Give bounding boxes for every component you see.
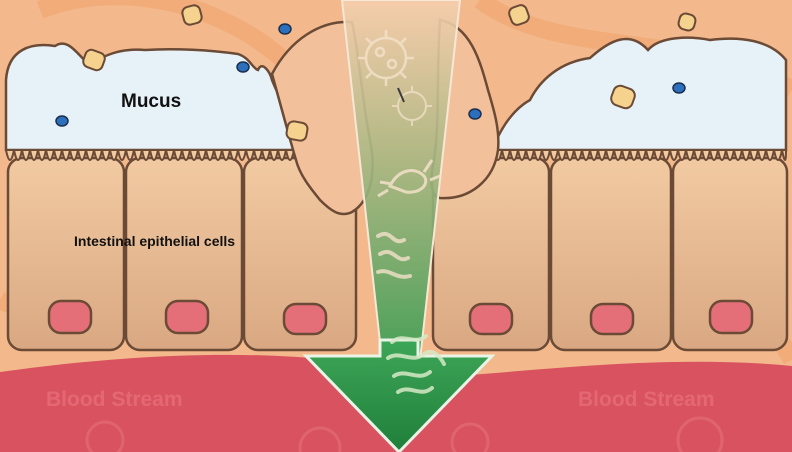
nucleus — [166, 301, 208, 333]
blood-stream-label-right: Blood Stream — [578, 388, 715, 412]
nucleus — [710, 301, 752, 333]
nucleus — [284, 304, 326, 334]
nucleus — [591, 304, 633, 334]
blue-particle-icon — [673, 83, 685, 93]
nucleus — [470, 304, 512, 334]
blue-particle-icon — [469, 109, 481, 119]
nucleus — [49, 301, 91, 333]
blue-particle-icon — [56, 116, 68, 126]
epithelial-cells-label: Intestinal epithelial cells — [74, 233, 235, 249]
mucus-label: Mucus — [121, 91, 181, 113]
blue-particle-icon — [237, 62, 249, 72]
blue-particle-icon — [279, 24, 291, 34]
microvilli — [6, 150, 302, 160]
food-particle-icon — [286, 120, 309, 141]
mucus-layer — [492, 38, 786, 150]
food-particle-icon — [181, 4, 203, 26]
blood-stream-label-left: Blood Stream — [46, 388, 183, 412]
food-particle-icon — [677, 12, 697, 32]
